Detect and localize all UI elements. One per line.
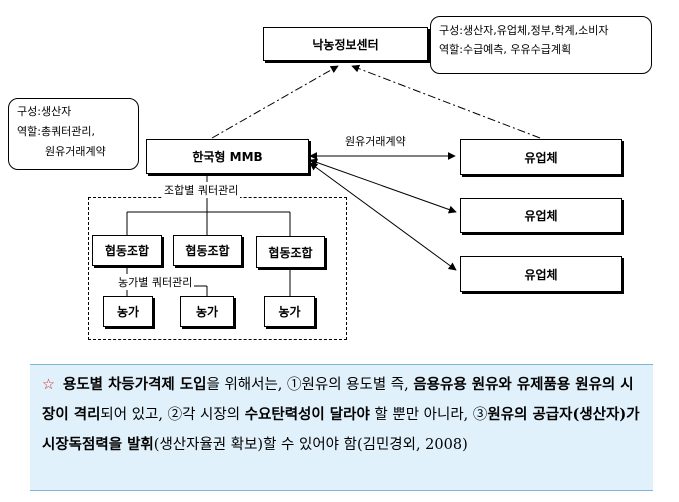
mmb-role-note: 구성:생산자 역할:총쿼터관리, 원유거래계약 <box>8 98 139 170</box>
star-icon: ☆ <box>42 377 55 393</box>
text-run-1: 용도별 차등가격제 도입 <box>63 376 207 393</box>
text-run-6: 할 뿐만 아니라, ③ <box>369 407 488 423</box>
dairy-info-center-label: 낙농정보센터 <box>312 37 379 52</box>
cooperative-box-1: 협동조합 <box>92 235 162 266</box>
mmb-dairy3-arrow <box>309 162 457 271</box>
raw-milk-contract-label: 원유거래계약 <box>345 135 406 148</box>
text-run-7: 원유의 공급자(생산자)가 시장독점력을 발휘 <box>42 406 640 453</box>
mmb-role-line-3: 원유거래계약 <box>45 145 106 158</box>
farm-box-1: 농가 <box>103 296 153 327</box>
farm-box-2: 농가 <box>180 296 234 327</box>
dairy-company-box-3: 유업체 <box>460 256 622 292</box>
farm-quota-label: 농가별 쿼터관리 <box>116 274 195 290</box>
cooperative-label-1: 협동조합 <box>104 244 150 258</box>
cooperative-label-3: 협동조합 <box>268 245 313 260</box>
text-run-8: (생산자율권 확보)할 수 있어야 함(김민경외, 2008) <box>153 437 468 453</box>
cooperative-box-3: 협동조합 <box>256 236 325 268</box>
dairy-company-box-2: 유업체 <box>460 198 622 233</box>
center-role-line-2: 역할:수급예측, 우유수급계획 <box>439 43 572 56</box>
center-mmb-link <box>211 65 339 139</box>
text-run-5: 수요탄력성이 달라야 <box>244 406 370 423</box>
farm-label-2: 농가 <box>195 305 219 319</box>
cooperative-label-2: 협동조합 <box>185 244 230 258</box>
korean-mmb-label: 한국형 MMB <box>192 150 263 164</box>
dairy-company-label-1: 유업체 <box>524 150 558 165</box>
farm-box-3: 농가 <box>264 296 315 327</box>
text-run-4: 되어 있고, ②각 시장의 <box>100 407 245 423</box>
dairy-company-label-2: 유업체 <box>524 209 558 223</box>
text-run-3: 음용유용 원유와 유제품용 원유의 시장이 격리 <box>42 376 634 423</box>
mmb-role-line-2: 역할:총쿼터관리, <box>17 125 96 138</box>
coop-quota-label: 조합별 쿼터관리 <box>162 182 241 198</box>
farm-label-3: 농가 <box>278 305 301 319</box>
farm-label-1: 농가 <box>116 305 140 319</box>
center-dairy-link <box>351 64 541 139</box>
text-run-2: 을 위해서는, ①원유의 용도별 즉, <box>206 377 414 393</box>
explanation-text-box: ☆ 용도별 차등가격제 도입을 위해서는, ①원유의 용도별 즉, 음용유용 원유… <box>30 364 653 491</box>
cooperative-box-2: 협동조합 <box>173 235 242 266</box>
dairy-info-center-box: 낙농정보센터 <box>263 27 428 61</box>
dairy-company-label-3: 유업체 <box>524 267 558 282</box>
center-role-note: 구성:생산자,유업체,정부,학계,소비자 역할:수급예측, 우유수급계획 <box>430 16 652 74</box>
mmb-role-line-1: 구성:생산자 <box>17 105 72 118</box>
center-role-line-1: 구성:생산자,유업체,정부,학계,소비자 <box>439 24 609 37</box>
korean-mmb-box: 한국형 MMB <box>146 139 309 174</box>
dairy-company-box-1: 유업체 <box>460 139 622 175</box>
